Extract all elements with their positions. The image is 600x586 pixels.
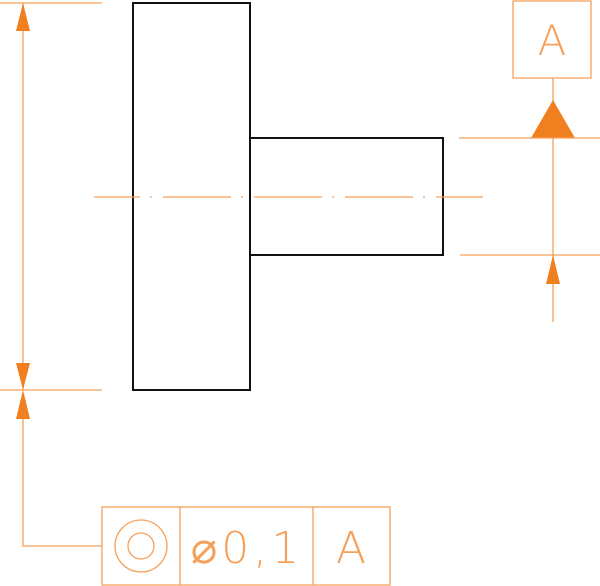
leader-line [22,419,102,547]
arrow-down-icon [16,363,30,390]
concentricity-icon [114,519,168,573]
arrow-up-icon [546,255,560,284]
datum-label: A [538,16,567,65]
datum-feature: A [459,0,600,322]
tolerance-value: ⌀0,1 [191,523,303,574]
datum-triangle-icon [531,100,575,138]
leader [16,390,102,547]
height-dimension [0,2,102,391]
leader-arrow-icon [16,390,30,419]
datum-reference: A [336,523,366,574]
arrow-up-icon [16,3,30,31]
datum-box [512,0,592,79]
feature-control-frame: ⌀0,1 A [101,506,391,586]
